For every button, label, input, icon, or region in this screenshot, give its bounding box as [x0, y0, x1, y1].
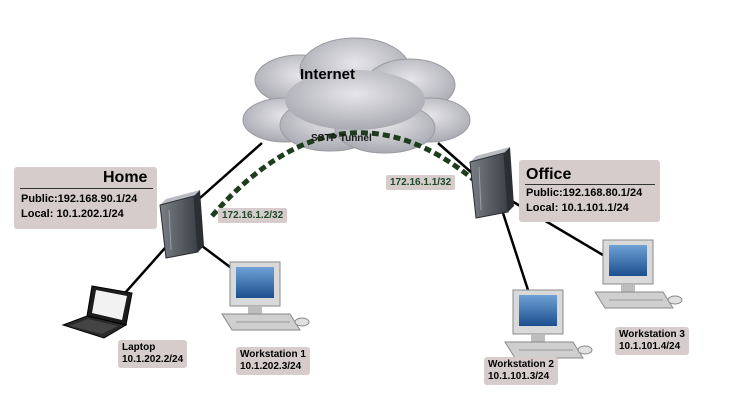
home-local-ip: Local: 10.1.202.1/24 [21, 208, 124, 220]
home-public-ip: Public:192.168.90.1/24 [21, 193, 138, 205]
office-divider [525, 184, 655, 185]
office-site-title: Office [526, 166, 572, 183]
laptop-name: Laptop [122, 342, 156, 353]
internet-cloud-icon [242, 37, 471, 154]
workstation-3-label: Workstation 3 10.1.101.4/24 [615, 327, 689, 355]
workstation-3-name: Workstation 3 [619, 329, 685, 340]
office-tunnel-ip: 172.16.1.1/32 [386, 175, 456, 190]
home-tunnel-ip: 172.16.1.2/32 [218, 208, 288, 223]
internet-label: Internet [300, 66, 356, 83]
office-local-ip: Local: 10.1.101.1/24 [526, 202, 629, 214]
home-internet-link [199, 142, 263, 199]
workstation-1-ip: 10.1.202.3/24 [240, 361, 302, 372]
home-site-title: Home [103, 169, 148, 186]
office-ws2-link [500, 209, 530, 291]
sstp-tunnel-label: SSTP Tunnel [311, 133, 372, 144]
workstation-1-name: Workstation 1 [240, 349, 306, 360]
workstation-1-icon [221, 261, 310, 331]
workstation-3-icon [594, 239, 683, 309]
workstation-2-label: Workstation 2 10.1.101.3/24 [484, 357, 558, 385]
workstation-2-ip: 10.1.101.3/24 [488, 371, 550, 382]
home-site-box: Home Public:192.168.90.1/24 Local: 10.1.… [14, 167, 157, 229]
home-router-icon [159, 190, 204, 259]
workstation-3-ip: 10.1.101.4/24 [619, 341, 681, 352]
workstation-2-icon [504, 289, 593, 359]
office-site-box: Office Public:192.168.80.1/24 Local: 10.… [519, 160, 660, 222]
office-router-icon [469, 147, 514, 219]
laptop-label: Laptop 10.1.202.2/24 [118, 340, 188, 368]
home-divider [20, 188, 153, 189]
workstation-2-name: Workstation 2 [488, 359, 554, 370]
home-laptop-link [124, 247, 166, 294]
laptop-ip: 10.1.202.2/24 [122, 354, 184, 365]
laptop-icon [61, 285, 133, 339]
sstp-tunnel-path [210, 130, 476, 218]
office-public-ip: Public:192.168.80.1/24 [526, 187, 643, 199]
workstation-1-label: Workstation 1 10.1.202.3/24 [236, 347, 310, 375]
